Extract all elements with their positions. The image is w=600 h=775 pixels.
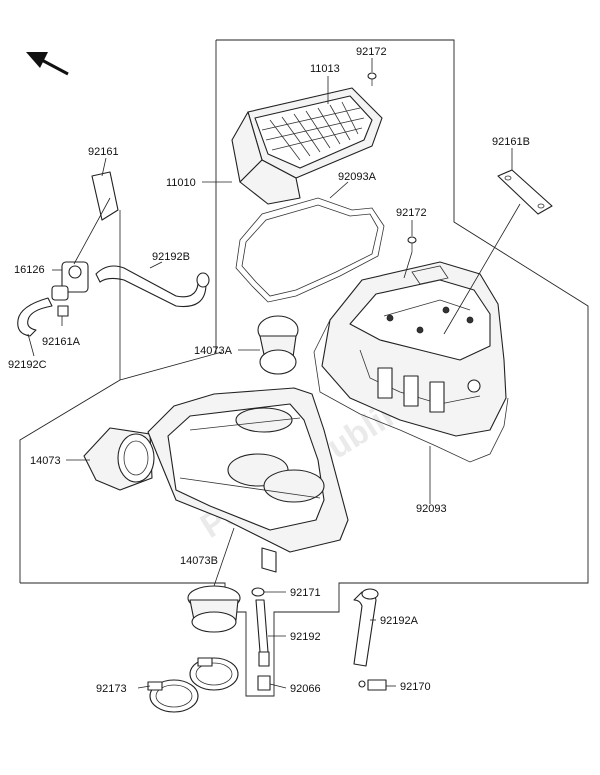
valve-16126 [51,171,119,301]
part-labels: 11013 92172 11010 92093A 92161B 92161 92… [8,46,530,695]
arrow-up-left-icon [26,52,69,76]
screw-top [367,72,377,86]
label-14073A: 14073A [194,345,233,357]
label-92172-mid: 92172 [396,207,427,219]
label-14073: 14073 [30,455,61,467]
label-11013: 11013 [310,63,340,75]
inlet-duct-14073 [83,427,155,491]
plug-92066 [257,675,271,691]
upper-housing [321,261,507,437]
label-92192A: 92192A [380,615,419,627]
label-11010: 11010 [166,177,196,189]
intake-boot-14073A [257,315,299,375]
label-92161: 92161 [88,146,119,158]
label-92192: 92192 [290,631,321,643]
hose-92192C [17,297,53,337]
label-92093: 92093 [416,503,447,515]
clip-92171 [251,587,265,597]
label-92192C: 92192C [8,359,47,371]
label-92172-top: 92172 [356,46,387,58]
hose-92192B [95,265,207,308]
hose-92192 [255,599,269,653]
intake-boot-14073B [187,585,241,633]
screw-mid [407,236,417,252]
label-92093A: 92093A [338,171,377,183]
label-92173: 92173 [96,683,127,695]
label-92170: 92170 [400,681,431,693]
label-14073B: 14073B [180,555,218,567]
lower-airbox [147,387,349,573]
label-92192B: 92192B [152,251,190,263]
label-92161A: 92161A [42,336,81,348]
label-92171: 92171 [290,587,321,599]
clip-92170 [358,679,387,691]
air-filter-element [231,87,383,205]
label-92066: 92066 [290,683,321,695]
gasket-92093A [235,197,385,303]
label-16126: 16126 [14,264,45,276]
clamps-92173 [147,657,239,713]
cap-92161A [57,305,69,317]
hose-92192A [353,591,377,667]
gasket-92093 [313,319,509,463]
leader-lines [27,58,521,689]
pad-92161B [497,169,553,215]
label-92161B: 92161B [492,136,530,148]
